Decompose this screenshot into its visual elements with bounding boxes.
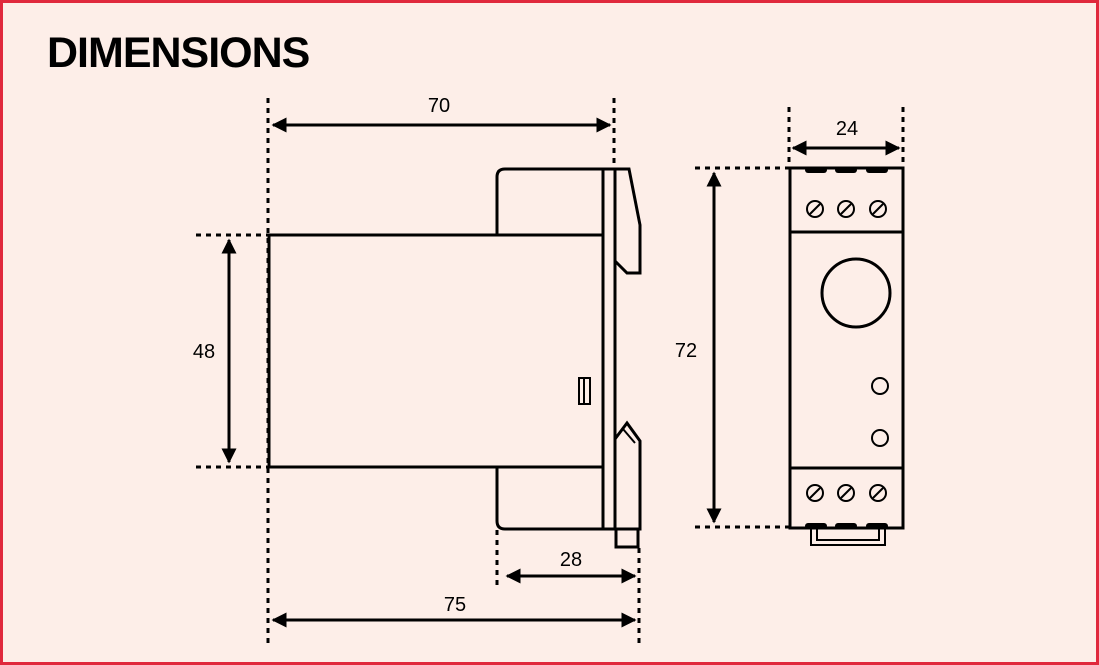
relay-body-side [267,233,605,469]
din-rail-back-plate [601,167,617,531]
screw-top-1-icon [806,200,824,218]
screw-bottom-2-icon [837,484,855,502]
front-view: 24 72 [675,107,905,546]
label-28: 28 [560,549,582,571]
bottom-terminal-block [495,467,603,531]
top-terminal-block [495,167,603,235]
label-70: 70 [428,95,450,117]
terminal-tab-top-2 [835,167,857,173]
terminal-tab-top-1 [805,167,827,173]
din-clip-detail [622,428,636,444]
terminal-tab-top-3 [866,167,888,173]
din-clip-top [613,167,642,275]
terminal-tab-bottom-2 [835,523,857,529]
relay-body-front [788,166,905,530]
adjustment-knob [820,257,892,329]
din-release-bracket [810,528,886,546]
screw-top-3-icon [869,200,887,218]
status-led-2 [871,429,889,447]
label-72: 72 [675,340,697,362]
screw-top-2-icon [837,200,855,218]
din-release-tab [614,527,640,549]
screw-bottom-3-icon [869,484,887,502]
din-release-bracket-inner [816,528,880,541]
din-clip-bottom [613,420,642,531]
label-24: 24 [836,118,858,140]
screw-bottom-1-icon [806,484,824,502]
side-view: 70 48 28 75 [193,95,642,643]
dimension-drawing: 70 48 28 75 24 [193,95,905,643]
terminal-tab-bottom-1 [805,523,827,529]
top-terminal-section [788,166,905,234]
terminal-tab-bottom-3 [866,523,888,529]
label-48: 48 [193,341,215,363]
label-75: 75 [444,594,466,616]
status-led-1 [871,377,889,395]
page-title: DIMENSIONS [47,29,310,77]
bottom-terminal-section [788,466,905,530]
